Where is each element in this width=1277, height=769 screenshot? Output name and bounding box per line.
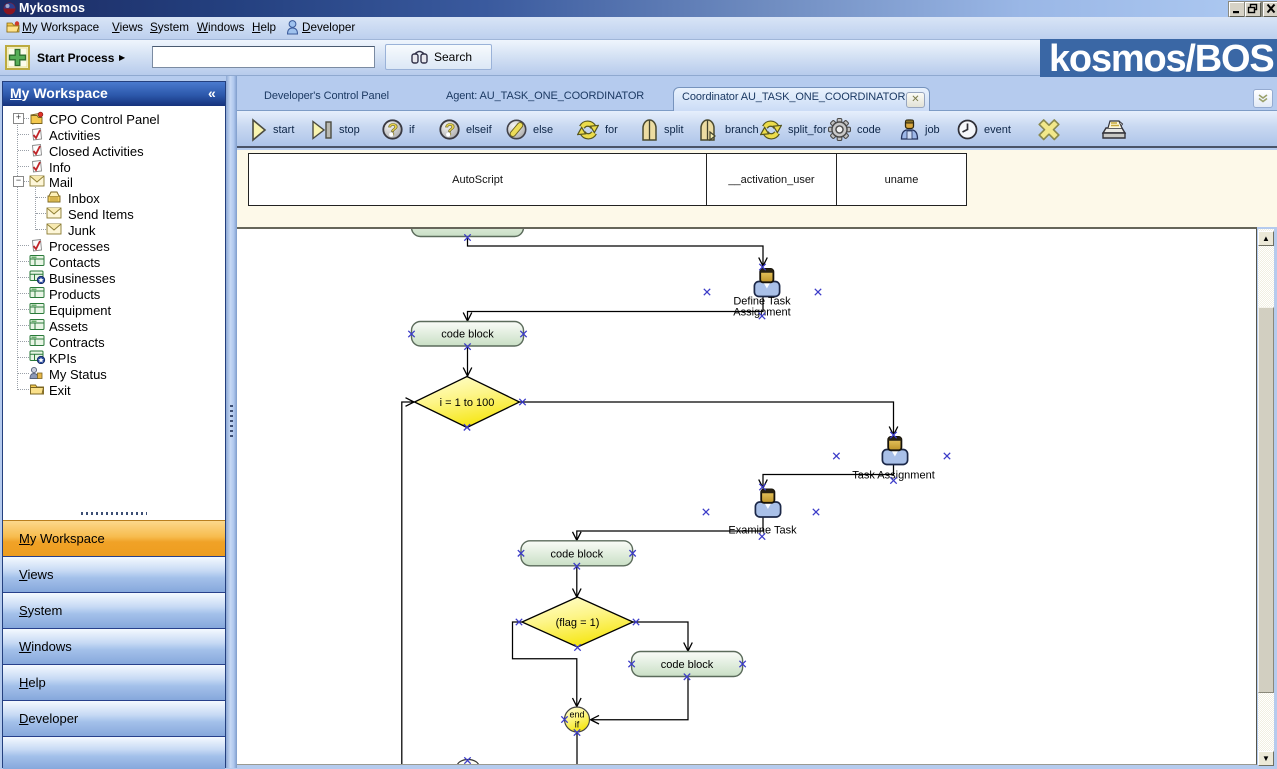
svg-text:?: ? bbox=[388, 120, 398, 139]
svg-text:end: end bbox=[569, 710, 584, 720]
svg-text:i = 1 to 100: i = 1 to 100 bbox=[440, 397, 495, 409]
svg-text:Task Assignment: Task Assignment bbox=[852, 470, 935, 482]
svg-text:?: ? bbox=[445, 120, 455, 139]
svg-text:Examine Task: Examine Task bbox=[728, 525, 797, 537]
svg-text:code block: code block bbox=[661, 659, 714, 671]
svg-text:code block: code block bbox=[551, 548, 604, 560]
svg-text:if: if bbox=[575, 720, 580, 730]
svg-text:Define Task: Define Task bbox=[733, 296, 791, 308]
svg-text:Assignment: Assignment bbox=[733, 307, 790, 319]
svg-text:code block: code block bbox=[441, 329, 494, 341]
svg-text:(flag = 1): (flag = 1) bbox=[556, 617, 600, 629]
